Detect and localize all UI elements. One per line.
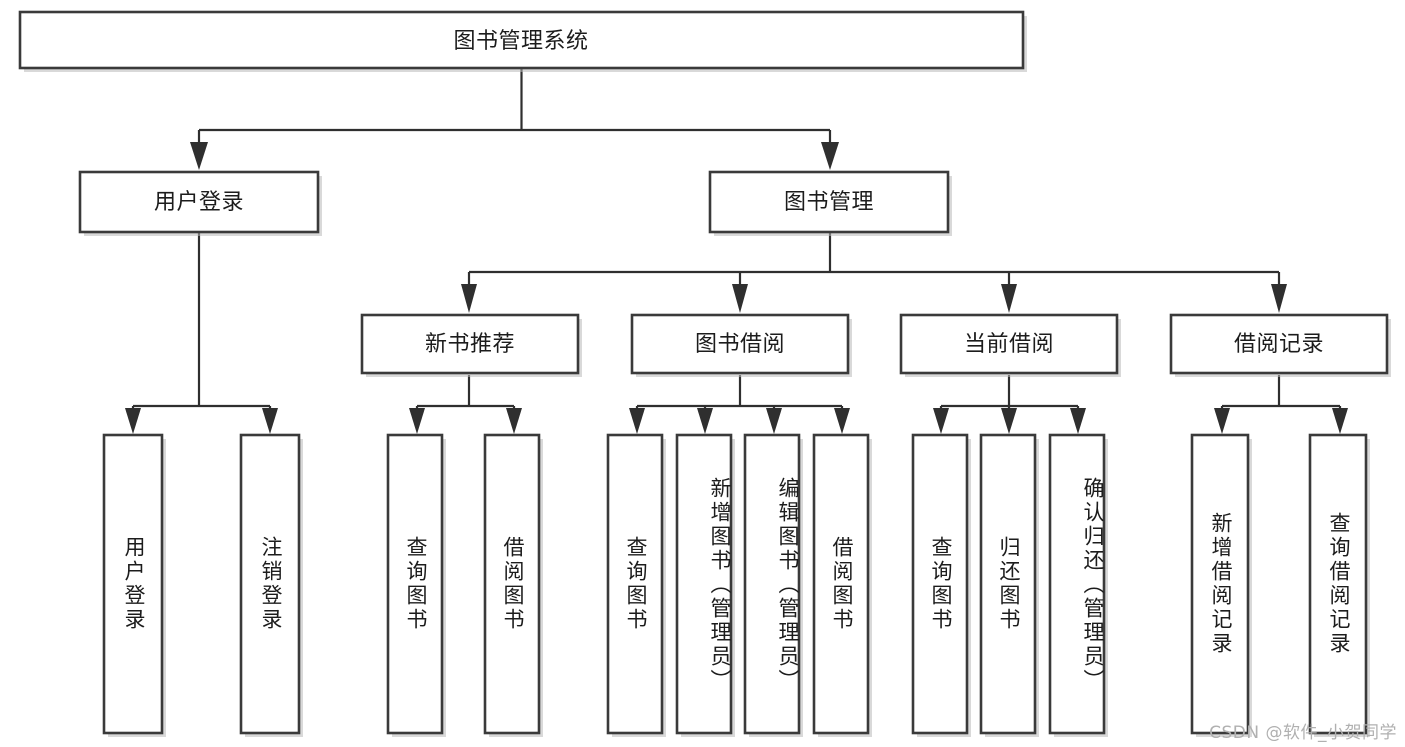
node-leaf-add-record-box[interactable] (1190, 433, 1250, 735)
node-borrow-records-label: 借阅记录 (1234, 332, 1324, 357)
node-user-login-label: 用户登录 (154, 190, 244, 215)
arrowhead-new-book-recommend (461, 284, 477, 313)
arrowhead-current-leaf3 (1070, 408, 1086, 434)
arrowhead-book-borrow (732, 284, 748, 313)
node-leaf-recommend-borrow-box[interactable] (483, 433, 541, 735)
node-new-book-recommend-box[interactable] (360, 313, 580, 375)
node-leaf-query-record-box[interactable] (1308, 433, 1368, 735)
node-leaf-current-query-box[interactable] (911, 433, 969, 735)
arrowhead-records-leaf2 (1332, 408, 1348, 434)
node-current-borrow-box[interactable] (899, 313, 1119, 375)
node-leaf-return-book-box[interactable] (979, 433, 1037, 735)
arrowhead-current-leaf2 (1001, 408, 1017, 434)
node-current-borrow-label: 当前借阅 (964, 332, 1054, 357)
arrowhead-borrow-leaf3 (766, 408, 782, 434)
arrowhead-leaf-logout (262, 408, 278, 434)
arrowhead-recommend-leaf1 (409, 408, 425, 434)
node-layer: 图书管理系统 用户登录 图书管理 新书推荐 图书借阅 当前借阅 借阅记录 (18, 10, 1391, 737)
node-user-login-box[interactable] (78, 170, 320, 234)
arrowhead-current-leaf1 (933, 408, 949, 434)
node-leaf-borrow-book-box[interactable] (812, 433, 870, 735)
node-book-mgmt-label: 图书管理 (784, 190, 874, 215)
arrowhead-borrow-leaf1 (629, 408, 645, 434)
node-leaf-recommend-query-box[interactable] (386, 433, 444, 735)
node-leaf-add-book-box[interactable] (675, 433, 733, 735)
arrowhead-leaf-user-login (125, 408, 141, 434)
node-root-label: 图书管理系统 (453, 29, 588, 54)
node-book-mgmt-box[interactable] (708, 170, 950, 234)
node-leaf-edit-book-box[interactable] (743, 433, 801, 735)
node-book-borrow-box[interactable] (630, 313, 850, 375)
arrowhead-recommend-leaf2 (506, 408, 522, 434)
arrowhead-borrow-leaf2 (697, 408, 713, 434)
connector-layer (125, 68, 1348, 434)
node-leaf-confirm-return-box[interactable] (1048, 433, 1106, 735)
node-leaf-user-login-box[interactable] (102, 433, 164, 735)
node-new-book-recommend-label: 新书推荐 (425, 332, 515, 357)
arrowhead-records-leaf1 (1214, 408, 1230, 434)
node-leaf-logout-box[interactable] (239, 433, 301, 735)
arrowhead-borrow-leaf4 (834, 408, 850, 434)
node-book-borrow-label: 图书借阅 (695, 332, 785, 357)
node-root-box[interactable] (18, 10, 1025, 70)
arrowhead-book-mgmt (821, 142, 839, 170)
arrowhead-user-login (190, 142, 208, 170)
watermark-text: CSDN @软件_小贺同学 (1209, 723, 1397, 743)
node-leaf-borrow-query-box[interactable] (606, 433, 664, 735)
arrowhead-borrow-records (1271, 284, 1287, 313)
arrowhead-current-borrow (1001, 284, 1017, 313)
node-borrow-records-box[interactable] (1169, 313, 1389, 375)
